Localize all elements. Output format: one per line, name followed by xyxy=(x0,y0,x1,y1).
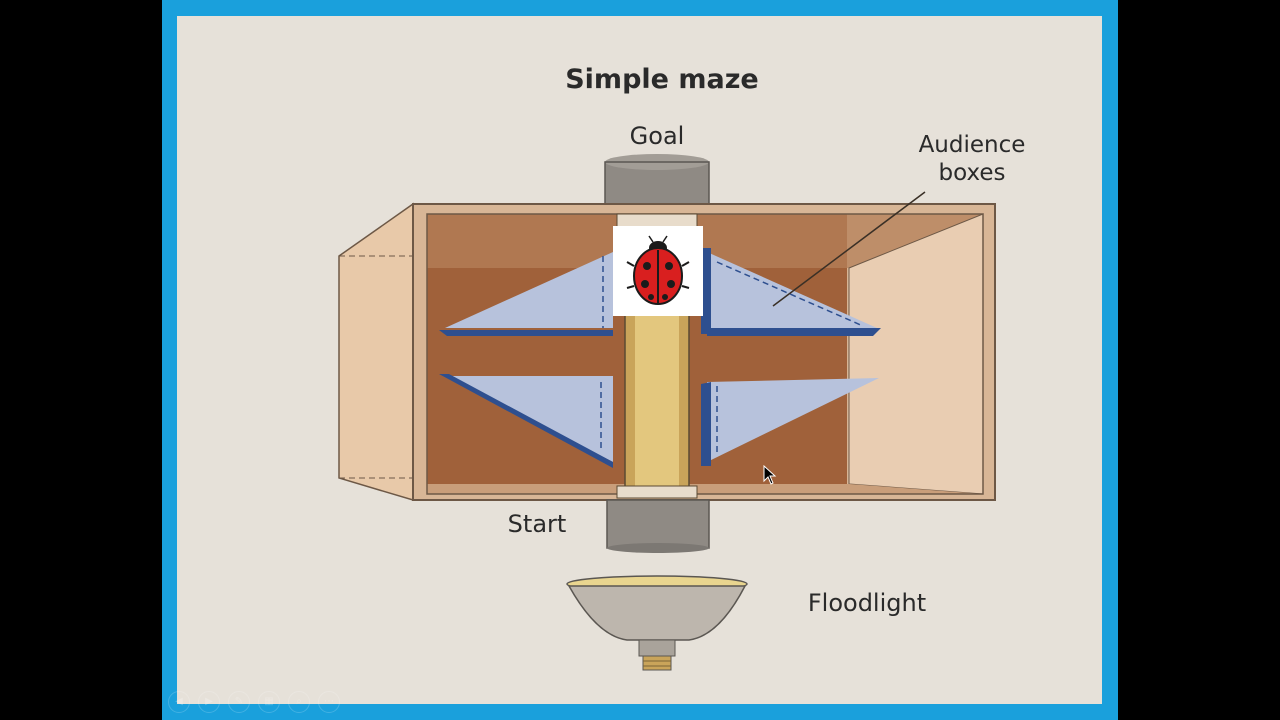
floodlight-label: Floodlight xyxy=(808,589,926,617)
audience-box-top-right xyxy=(701,248,881,336)
presenter-toolbar: ◀ ▶ ✎ ▦ ⌕ ⋯ xyxy=(168,690,340,714)
goal-label: Goal xyxy=(630,122,685,150)
slides-icon[interactable]: ▦ xyxy=(258,691,280,713)
maze-diagram: Simple maze Goal Audience boxes xyxy=(338,64,1026,671)
ladybug-image xyxy=(613,226,703,316)
start-tube xyxy=(606,499,710,553)
slide-page: Simple maze Goal Audience boxes xyxy=(177,16,1102,704)
audience-leader-line xyxy=(772,191,926,307)
box-left-wall xyxy=(338,202,414,502)
audience-boxes-label-line2: boxes xyxy=(938,160,1005,186)
start-label: Start xyxy=(508,510,567,538)
floodlight xyxy=(566,575,748,671)
mouse-cursor-icon xyxy=(763,465,777,485)
audience-box-bottom-left xyxy=(439,374,613,468)
audience-box-bottom-right xyxy=(701,378,879,466)
pen-icon[interactable]: ✎ xyxy=(228,691,250,713)
zoom-icon[interactable]: ⌕ xyxy=(288,691,310,713)
audience-boxes-label-line1: Audience xyxy=(919,132,1026,158)
slide-frame: Simple maze Goal Audience boxes xyxy=(162,0,1118,720)
previous-icon[interactable]: ◀ xyxy=(168,691,190,713)
next-icon[interactable]: ▶ xyxy=(198,691,220,713)
slide-title: Simple maze xyxy=(565,64,759,95)
more-icon[interactable]: ⋯ xyxy=(318,691,340,713)
audience-box-top-left xyxy=(439,252,613,336)
